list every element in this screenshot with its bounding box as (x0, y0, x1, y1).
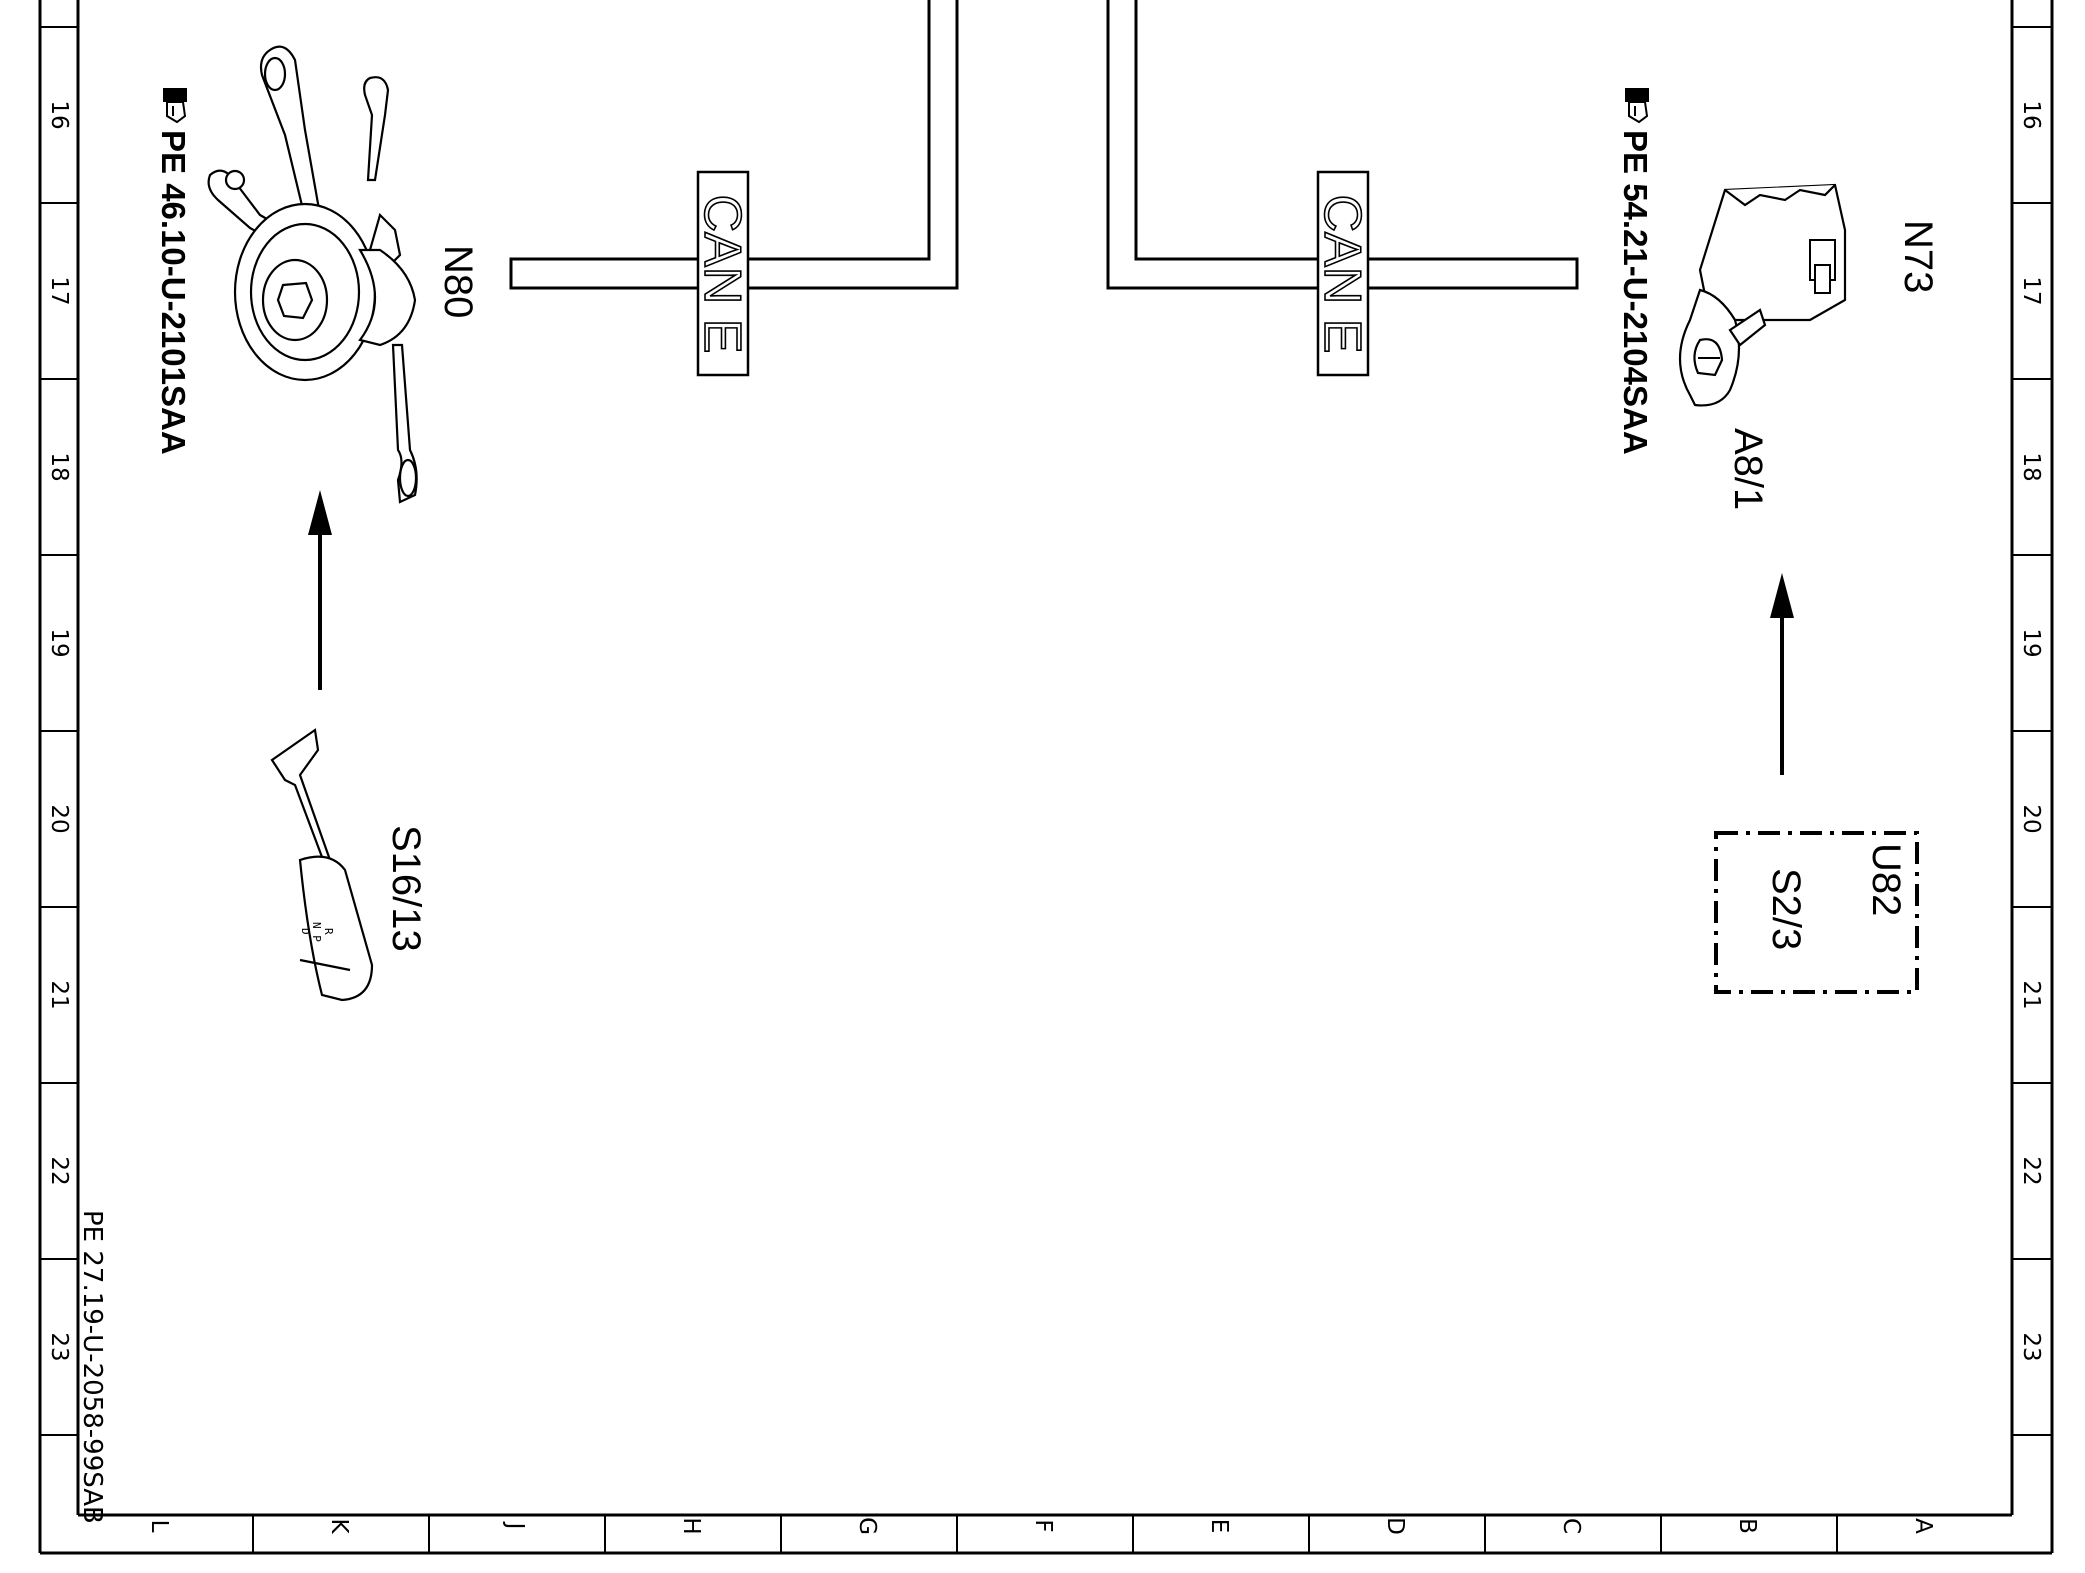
row-number: 19 (2018, 628, 2044, 657)
can-bus-right: CAN E (1106, 0, 1579, 377)
can-bus-label: CAN E (1313, 195, 1371, 354)
component-label-a8-1: A8/1 (1726, 428, 1770, 510)
column-letter: J (502, 1521, 528, 1530)
row-numbers-left: 16 17 18 19 20 21 22 23 (46, 100, 72, 1361)
row-number: 22 (46, 1156, 72, 1185)
drawing-frame (38, 0, 2054, 1555)
row-numbers-right: 16 17 18 19 20 21 22 23 (2018, 100, 2044, 1361)
steering-column-switch-icon (207, 45, 418, 504)
row-number: 17 (46, 276, 72, 305)
drawing-number: PE 27.19-U-2058-99SAB (77, 1210, 107, 1524)
pointing-hand-icon (1625, 88, 1649, 124)
column-letter: B (1734, 1518, 1760, 1534)
ignition-switch-module-icon (1698, 183, 1847, 322)
row-number: 23 (46, 1332, 72, 1361)
row-number: 21 (46, 980, 72, 1009)
lever-marking-d: D (299, 928, 312, 935)
column-letter: E (1206, 1519, 1232, 1534)
component-label-s16-13: S16/13 (384, 825, 428, 952)
row-number: 20 (2018, 804, 2044, 833)
component-label-n80: N80 (436, 245, 480, 318)
column-letter: L (146, 1520, 172, 1533)
row-number: 21 (2018, 980, 2044, 1009)
row-number: 22 (2018, 1156, 2044, 1185)
row-number: 18 (46, 452, 72, 481)
column-ticks (252, 1515, 1838, 1553)
column-letters: L K J H G F E D C B A (146, 1517, 1936, 1535)
row-number: 18 (2018, 452, 2044, 481)
reference-n80: PE 46.10-U-2101SAA (155, 130, 192, 455)
pointing-hand-icon (163, 88, 187, 124)
can-bus-left: CAN E (509, 0, 959, 377)
row-number: 16 (46, 100, 72, 129)
row-number: 23 (2018, 1332, 2044, 1361)
arrow-u82-to-a8-1 (1770, 573, 1794, 775)
column-letter: F (1030, 1519, 1056, 1532)
row-number: 17 (2018, 276, 2044, 305)
u82-s2-3-box: U82 S2/3 (1714, 831, 1919, 994)
component-label-n73: N73 (1896, 220, 1940, 293)
component-label-s2-3: S2/3 (1764, 868, 1808, 950)
column-letter: K (326, 1518, 352, 1534)
lever-marking-r: R (322, 928, 335, 935)
gear-selector-lever-icon: R N P D (270, 728, 374, 1002)
column-letter: D (1382, 1517, 1408, 1535)
column-letter: A (1910, 1518, 1936, 1534)
lever-marking-np: N P (310, 922, 323, 942)
can-bus-label: CAN E (693, 195, 751, 354)
column-letter: H (678, 1517, 704, 1534)
arrow-s16-to-n80 (308, 490, 332, 690)
transmitter-key-icon (1678, 288, 1767, 407)
column-letter: G (854, 1517, 880, 1535)
column-letter: C (1558, 1518, 1584, 1534)
row-ticks (40, 26, 2052, 1436)
reference-n73: PE 54.21-U-2104SAA (1617, 130, 1654, 455)
row-number: 16 (2018, 100, 2044, 129)
row-number: 19 (46, 628, 72, 657)
component-label-u82: U82 (1864, 843, 1908, 916)
row-number: 20 (46, 804, 72, 833)
